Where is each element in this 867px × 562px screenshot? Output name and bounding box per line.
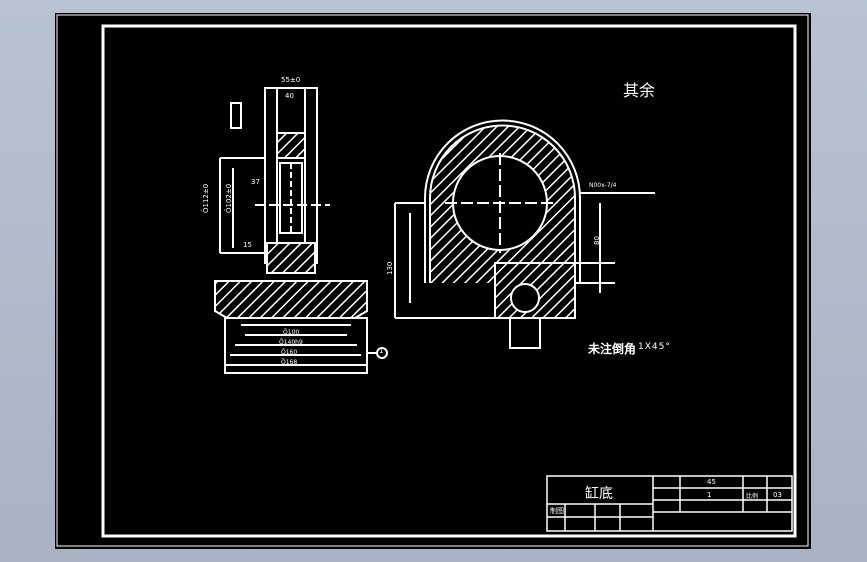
lower-stem bbox=[509, 317, 541, 349]
material-value: 45 bbox=[707, 478, 716, 486]
dim-bottom-a: Õ100 bbox=[283, 329, 300, 336]
stem-hatch-bottom bbox=[266, 242, 316, 274]
chamfer-note: 未注倒角 bbox=[588, 342, 637, 356]
dim-side-height: 130 bbox=[386, 261, 394, 275]
dim-side-right: 80 bbox=[593, 236, 601, 245]
leader-label: N00x-7/4 bbox=[589, 182, 617, 189]
dim-height-a: Õ112±0 bbox=[202, 183, 210, 213]
outer-arc bbox=[424, 119, 581, 283]
dim-small-a: 37 bbox=[251, 178, 260, 186]
part-name: 缸底 bbox=[585, 486, 613, 502]
dim-bottom-b: Õ140h9 bbox=[279, 339, 303, 346]
designer-label: 制图 bbox=[550, 507, 564, 515]
outer-border bbox=[56, 14, 809, 547]
dim-bottom-d: Õ168 bbox=[281, 359, 298, 366]
sheet-number: 03 bbox=[773, 491, 782, 499]
title-block bbox=[546, 475, 793, 532]
part-marker: 1 bbox=[379, 347, 384, 355]
roughness-note: 其余 bbox=[623, 81, 656, 100]
dim-small-b: 15 bbox=[243, 241, 252, 249]
chamfer-value: 1X45° bbox=[638, 342, 671, 352]
dim-height-b: Õ102±0 bbox=[225, 183, 233, 213]
dim-bottom-c: Õ160 bbox=[281, 349, 298, 356]
base-flange bbox=[214, 280, 368, 319]
engineering-drawing bbox=[56, 14, 809, 547]
inner-border bbox=[101, 24, 797, 538]
right-front-view bbox=[394, 119, 655, 349]
dim-top-width: 55±0 bbox=[281, 76, 301, 84]
quantity-value: 1 bbox=[707, 491, 712, 499]
stem-hatch-top bbox=[276, 132, 306, 159]
left-section-view bbox=[214, 87, 388, 374]
base-recess bbox=[224, 317, 368, 374]
cad-viewport: 其余 未注倒角 1X45° N00x-7/4 1 55±0 40 Õ112±0 … bbox=[55, 13, 811, 549]
roughness-symbol bbox=[230, 102, 242, 129]
dim-top-inner: 40 bbox=[285, 92, 294, 100]
scale-label: 比例 bbox=[746, 493, 759, 500]
